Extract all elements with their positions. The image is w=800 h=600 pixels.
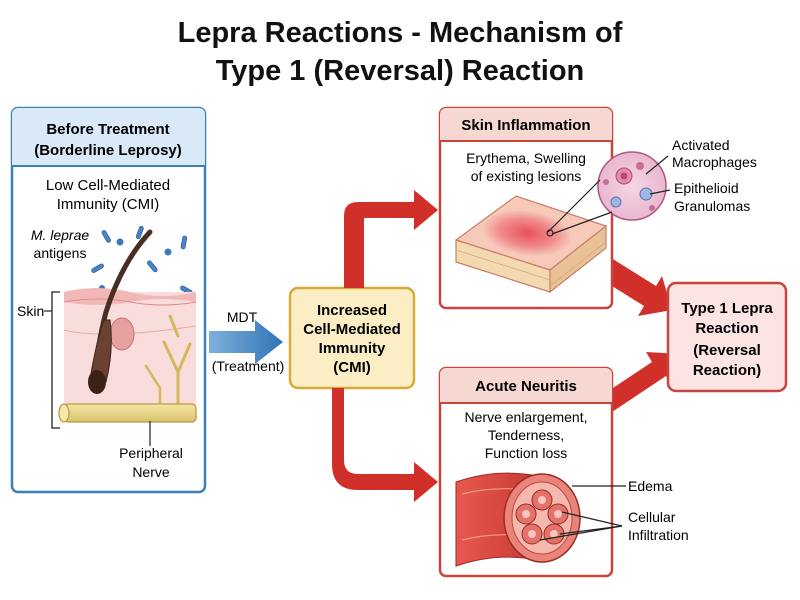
granuloma-label-line-1: Epithelioid bbox=[674, 180, 739, 196]
result-line-4: Reaction) bbox=[693, 362, 761, 379]
inflamed-skin-block bbox=[454, 195, 608, 294]
erythema-line-1: Erythema, Swelling bbox=[466, 150, 586, 166]
infiltration-label-line-2: Infiltration bbox=[628, 527, 689, 543]
acute-neuritis-panel: Acute Neuritis Nerve enlargement, Tender… bbox=[438, 366, 614, 578]
mdt-label: MDT bbox=[227, 309, 258, 325]
result-line-2: Reaction bbox=[695, 320, 758, 337]
before-header-line-2: (Borderline Leprosy) bbox=[34, 142, 182, 159]
title-line-2: Type 1 (Reversal) Reaction bbox=[216, 55, 585, 87]
before-treatment-panel: Before Treatment (Borderline Leprosy) Lo… bbox=[10, 106, 207, 494]
nerve-label-line-1: Peripheral bbox=[119, 445, 183, 461]
neuritis-desc-line-3: Function loss bbox=[485, 445, 567, 461]
skin-inflammation-header: Skin Inflammation bbox=[461, 117, 590, 134]
antigen-label-line-2: antigens bbox=[34, 245, 87, 261]
granuloma-label-line-2: Granulomas bbox=[674, 198, 750, 214]
neuritis-desc-line-2: Tenderness, bbox=[488, 427, 564, 443]
macrophage-label-line-1: Activated bbox=[672, 137, 730, 153]
infiltration-label-line-1: Cellular bbox=[628, 509, 676, 525]
macrophage-label-line-2: Macrophages bbox=[672, 154, 757, 170]
before-header-line-1: Before Treatment bbox=[46, 121, 169, 138]
increased-cmi-box: Increased Cell-Mediated Immunity (CMI) bbox=[288, 286, 416, 390]
edema-label: Edema bbox=[628, 478, 673, 494]
low-cmi-line-2: Immunity (CMI) bbox=[57, 196, 160, 213]
skin-inflammation-panel: Skin Inflammation Erythema, Swelling of … bbox=[438, 106, 614, 310]
swollen-nerve-cross-section bbox=[455, 472, 581, 567]
skin-label: Skin bbox=[17, 303, 44, 319]
title-line-1: Lepra Reactions - Mechanism of bbox=[178, 17, 623, 49]
skin-cross-section bbox=[63, 288, 197, 414]
type1-reaction-box: Type 1 Lepra Reaction (Reversal Reaction… bbox=[666, 281, 788, 393]
mdt-arrow: MDT (Treatment) bbox=[209, 309, 284, 374]
low-cmi-line-1: Low Cell-Mediated bbox=[46, 177, 170, 194]
skin-leader-lines bbox=[546, 155, 671, 237]
result-line-3: (Reversal bbox=[693, 342, 761, 359]
granuloma-magnified-view bbox=[597, 151, 667, 221]
hair-follicle bbox=[88, 229, 153, 394]
neuritis-leader-lines bbox=[539, 485, 626, 541]
antigen-label-line-1: M. leprae bbox=[31, 227, 90, 243]
neuritis-desc-line-1: Nerve enlargement, bbox=[465, 409, 588, 425]
result-line-1: Type 1 Lepra bbox=[681, 300, 773, 317]
treatment-label: (Treatment) bbox=[212, 358, 285, 374]
cmi-line-4: (CMI) bbox=[333, 359, 371, 376]
acute-neuritis-header: Acute Neuritis bbox=[475, 378, 577, 395]
erythema-line-2: of existing lesions bbox=[471, 168, 582, 184]
cmi-line-3: Immunity bbox=[319, 340, 386, 357]
peripheral-nerve bbox=[58, 403, 197, 423]
skin-bracket bbox=[51, 291, 60, 429]
cmi-line-2: Cell-Mediated bbox=[303, 321, 401, 338]
nerve-label-line-2: Nerve bbox=[132, 464, 170, 480]
cmi-line-1: Increased bbox=[317, 302, 387, 319]
branch-arrows bbox=[332, 190, 680, 502]
